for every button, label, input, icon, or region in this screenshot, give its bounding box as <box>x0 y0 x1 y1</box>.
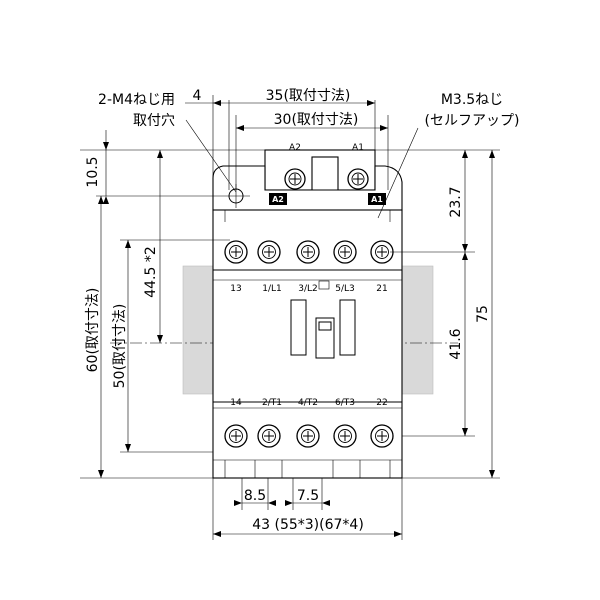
terminal-label: 6/T3 <box>335 398 355 408</box>
mount-hole-note-line1: 2-M4ねじ用 <box>98 92 175 108</box>
terminal-label: 13 <box>230 284 241 294</box>
svg-text:A2: A2 <box>272 195 284 204</box>
terminal-label: 1/L1 <box>262 284 282 294</box>
terminal-label: 2/T1 <box>262 398 282 408</box>
bottom-terminal-labels: 14 2/T1 4/T2 6/T3 22 <box>230 398 387 408</box>
dimension-lines <box>100 102 493 535</box>
dim-bottom-8-5: 8.5 <box>244 488 266 504</box>
terminal-label: 22 <box>376 398 387 408</box>
top-terminal-screws <box>224 240 394 264</box>
screw-note-line1: M3.5ねじ <box>441 92 503 108</box>
coil-label-a2: A2 <box>289 143 301 153</box>
horizontal-extension-lines <box>80 149 500 479</box>
coil-screws <box>284 168 369 190</box>
top-terminal-labels: 13 1/L1 3/L2 5/L3 21 <box>230 284 387 294</box>
dim-top-4: 4 <box>193 88 202 104</box>
dim-bottom-43: 43 (55*3)(67*4) <box>252 517 364 533</box>
dim-left-10-5: 10.5 <box>85 156 101 187</box>
coil-tag-a1: A1 <box>368 193 386 205</box>
dim-top-30: 30(取付寸法) <box>274 112 359 128</box>
coil-tag-a2: A2 <box>269 193 287 205</box>
mount-hole-note-line2: 取付穴 <box>133 113 175 129</box>
svg-text:A1: A1 <box>371 195 383 204</box>
terminal-label: 3/L2 <box>298 284 318 294</box>
dim-bottom-7-5: 7.5 <box>297 488 319 504</box>
terminal-label: 14 <box>230 398 242 408</box>
terminal-label: 5/L3 <box>335 284 355 294</box>
arrowheads <box>98 100 495 537</box>
dim-left-50: 50(取付寸法) <box>112 304 128 389</box>
dim-left-60: 60(取付寸法) <box>85 288 101 373</box>
dim-right-23-7: 23.7 <box>448 186 464 217</box>
dim-right-41-6: 41.6 <box>448 328 464 359</box>
coil-label-a1: A1 <box>352 143 364 153</box>
bottom-terminal-screws <box>224 424 394 448</box>
extension-lines <box>212 95 403 540</box>
dim-top-35: 35(取付寸法) <box>266 88 351 104</box>
screw-note-line2: (セルフアップ) <box>425 113 520 129</box>
dim-left-44-5: 44.5 *2 <box>143 246 159 298</box>
terminal-label: 21 <box>376 284 387 294</box>
terminal-label: 4/T2 <box>298 398 318 408</box>
dim-right-75: 75 <box>475 305 491 323</box>
